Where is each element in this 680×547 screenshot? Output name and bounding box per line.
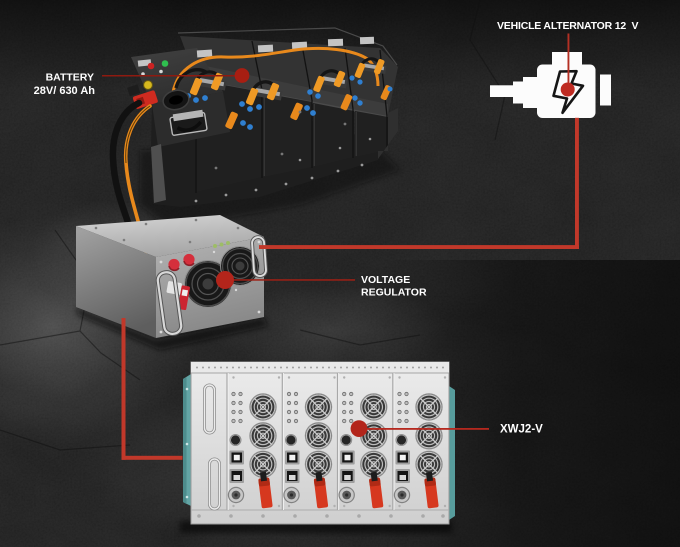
- svg-text:XWJ2-V: XWJ2-V: [500, 423, 543, 435]
- svg-text:VOLTAGE: VOLTAGE: [361, 274, 410, 286]
- svg-text:VEHICLE ALTERNATOR 12 V: VEHICLE ALTERNATOR 12 V: [497, 20, 638, 32]
- svg-text:BATTERY: BATTERY: [46, 72, 94, 84]
- svg-text:REGULATOR: REGULATOR: [361, 287, 427, 299]
- svg-text:28V/ 630 Ah: 28V/ 630 Ah: [34, 85, 96, 97]
